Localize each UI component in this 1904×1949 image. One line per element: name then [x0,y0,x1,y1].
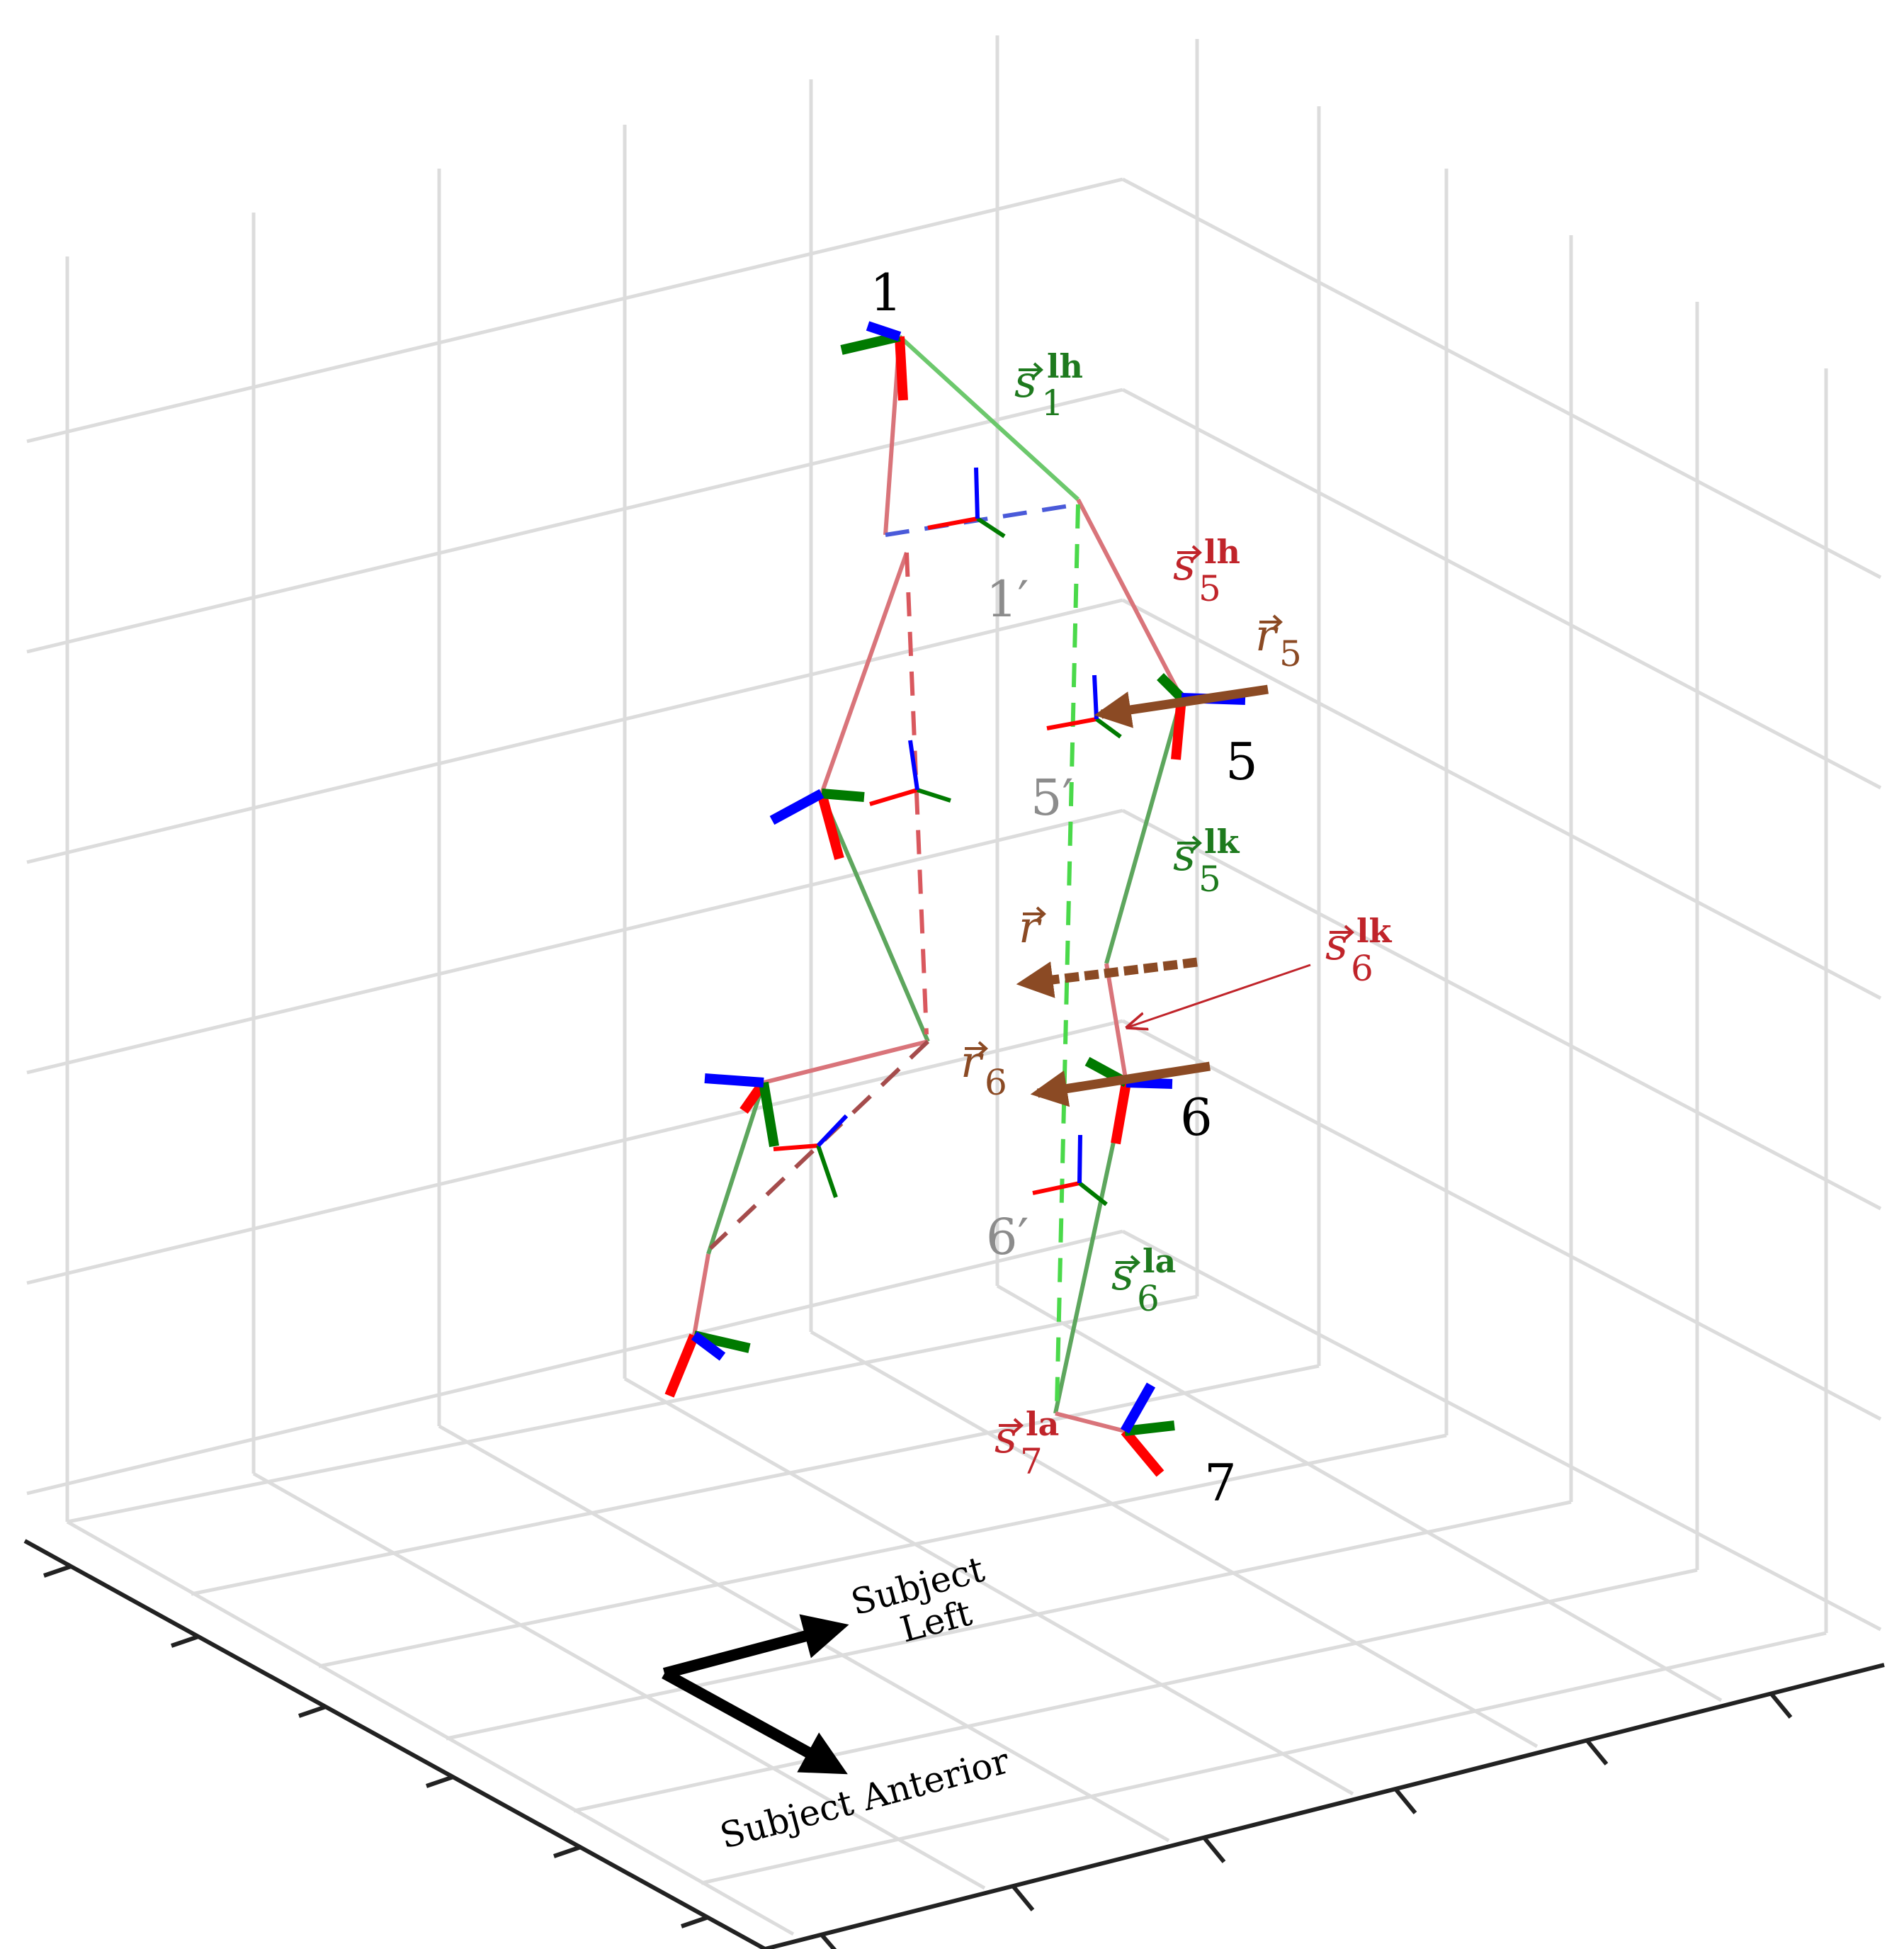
frame-left-knee [769,789,865,860]
node-6-label: 6 [1180,1088,1213,1147]
segment-left-foot [692,1253,710,1336]
label-s6lk: s lk 6 [1325,912,1392,989]
node-6-prime-label: 6′ [986,1208,1028,1266]
floor-grid [66,1284,1827,1936]
frame-6-prime [1032,1134,1108,1207]
svg-text:r: r [960,1036,984,1088]
right-axis-ticks [820,1692,1793,1949]
segment-left-thigh-upper [820,552,909,794]
right-axis-line [764,1663,1885,1949]
orientation-indicator: Subject Left Subject Anterior [662,1549,1014,1857]
label-s1lh: s lh 1 [1014,347,1083,424]
svg-text:s: s [994,1411,1017,1463]
svg-text:5: 5 [1198,859,1221,900]
segment-left-shank-upper [763,1039,929,1085]
subject-anterior-arrow [662,1668,848,1775]
axes [23,1539,1885,1949]
node-1-label: 1 [870,263,902,322]
segments [692,334,1184,1433]
frame-left-knee-prime [869,740,951,806]
node-1-prime-label: 1′ [986,570,1028,628]
left-axis-ticks [43,1564,709,1928]
segment-left-thigh-lower [820,792,930,1043]
svg-text:1: 1 [1041,383,1064,424]
label-r6: r 6 [960,1036,1007,1103]
back-left-wall-horizontals [26,177,1123,1496]
svg-text:r: r [1019,901,1042,953]
frame-1-prime [927,467,1006,538]
svg-text:lk: lk [1356,912,1392,950]
node-labels: 1 5 6 7 1′ 5′ 6′ [870,263,1258,1513]
svg-text:r: r [1255,609,1279,661]
node-5-prime-label: 5′ [1031,769,1073,827]
back-right-wall-horizontals [1121,177,1882,1632]
left-axis-line [23,1539,766,1949]
dashed-maroon-left [708,1039,930,1250]
segment-s7la [1055,1411,1126,1433]
subject-left-arrow [662,1614,849,1679]
svg-text:s: s [1014,356,1037,407]
segment-s1lh [897,334,1080,502]
segment-left-shank-lower [706,1082,766,1255]
node-7-label: 7 [1204,1453,1237,1513]
frame-7 [1120,1382,1175,1477]
back-right-wall-verticals [1195,39,1828,1633]
svg-text:s: s [1173,538,1196,590]
r-vectors [1016,684,1269,1107]
frame-5-prime [1046,674,1122,739]
svg-text:6: 6 [1137,1278,1160,1319]
label-s6la: s la 6 [1111,1242,1176,1319]
frame-left-ankle-prime [773,1114,849,1198]
vector-r [1016,957,1198,998]
label-r: r [1019,901,1046,953]
frame-left-ankle [704,1073,779,1148]
subject-anterior-label: Subject Anterior [716,1740,1014,1857]
svg-text:7: 7 [1020,1441,1043,1482]
svg-text:s: s [1325,918,1348,970]
svg-text:6: 6 [985,1062,1007,1103]
frame-1 [840,321,908,401]
svg-text:5: 5 [1279,633,1302,674]
grid-3d [26,35,1882,1936]
svg-text:s: s [1111,1248,1134,1300]
pointer-s6lk [1128,964,1311,1027]
back-left-wall-verticals [65,35,999,1522]
dashed-green-long [1055,504,1080,1407]
segment-s6lk [1104,963,1128,1083]
label-s5lk: s lk 5 [1173,823,1240,900]
node-5-label: 5 [1225,732,1258,791]
label-s7la: s la 7 [994,1405,1059,1482]
svg-text:s: s [1173,829,1196,881]
dashed-red-left [905,552,929,1035]
frame-left-foot [664,1331,751,1398]
svg-text:lh: lh [1047,347,1083,385]
segment-s5lk [1104,697,1184,964]
svg-text:la: la [1026,1405,1059,1443]
svg-text:la: la [1143,1242,1176,1280]
vector-r6 [1030,1061,1211,1107]
svg-text:5: 5 [1198,568,1221,609]
label-s5lh: s lh 5 [1173,533,1240,609]
svg-text:lk: lk [1204,823,1240,861]
svg-text:lh: lh [1204,533,1240,571]
vector-r5 [1094,684,1269,728]
label-r5: r 5 [1255,609,1302,674]
segment-s5lh [1076,498,1184,699]
svg-text:6: 6 [1351,948,1373,989]
